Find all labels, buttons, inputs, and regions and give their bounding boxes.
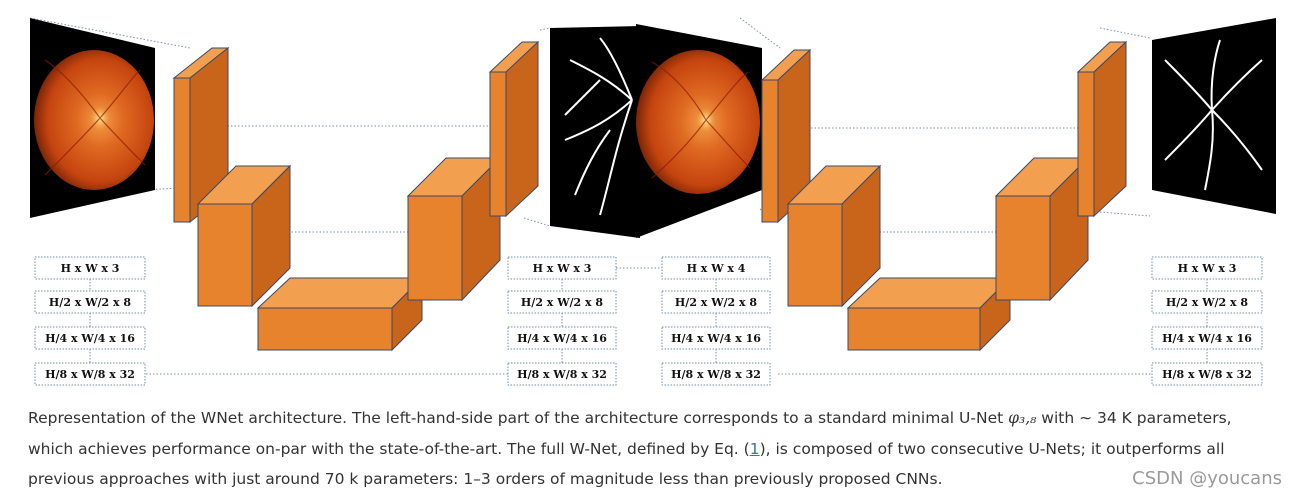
svg-text:H/4 x W/4 x 16: H/4 x W/4 x 16 bbox=[1162, 332, 1252, 345]
caption-line-3: previous approaches with just around 70 … bbox=[28, 470, 943, 488]
unet1-bottleneck-block bbox=[256, 276, 424, 352]
figure-caption: Representation of the WNet architecture.… bbox=[28, 403, 1290, 495]
dimension-label: H/2 x W/2 x 8 bbox=[1151, 290, 1263, 314]
dimension-label: H/4 x W/4 x 16 bbox=[661, 326, 771, 350]
svg-text:H/4 x W/4 x 16: H/4 x W/4 x 16 bbox=[517, 332, 607, 345]
unet2-bottleneck-block bbox=[846, 276, 1012, 352]
dimension-label: H/2 x W/2 x 8 bbox=[34, 290, 146, 314]
intermediate-vessel-map bbox=[550, 26, 640, 238]
caption-line-2: which achieves performance on-par with t… bbox=[28, 434, 1290, 465]
label-column-left: H x W x 3 H/2 x W/2 x 8 H/4 x W/4 x 16 H… bbox=[34, 256, 146, 386]
dimension-label: H/8 x W/8 x 32 bbox=[34, 362, 146, 386]
watermark: CSDN @youcans bbox=[1132, 468, 1282, 489]
caption-text: Representation of the WNet architecture.… bbox=[28, 409, 1009, 427]
caption-text: which achieves performance on-par with t… bbox=[28, 439, 750, 458]
caption-line-1: Representation of the WNet architecture.… bbox=[28, 403, 1290, 434]
svg-text:H x W x 4: H x W x 4 bbox=[687, 262, 746, 275]
dimension-label: H/4 x W/4 x 16 bbox=[34, 326, 146, 350]
unet1-encoder-block-2 bbox=[196, 164, 292, 308]
caption-text: with ∼ 34 K parameters, bbox=[1036, 409, 1232, 427]
label-column-right: H x W x 3 H/2 x W/2 x 8 H/4 x W/4 x 16 H… bbox=[1151, 256, 1263, 386]
svg-text:H/2 x W/2 x 8: H/2 x W/2 x 8 bbox=[49, 296, 132, 309]
dimension-label: H x W x 4 bbox=[661, 256, 771, 280]
svg-text:H/2 x W/2 x 8: H/2 x W/2 x 8 bbox=[1166, 296, 1249, 309]
unet1-encoder-block-1 bbox=[172, 46, 230, 224]
input-fundus-image bbox=[30, 18, 155, 218]
equation-reference-link[interactable]: 1 bbox=[749, 439, 760, 458]
dimension-label: H/8 x W/8 x 32 bbox=[661, 362, 771, 386]
svg-text:H x W x 3: H x W x 3 bbox=[533, 262, 592, 275]
math-symbol: φ₃,₈ bbox=[1008, 409, 1037, 427]
svg-text:H/2 x W/2 x 8: H/2 x W/2 x 8 bbox=[521, 296, 604, 309]
svg-text:H x W x 3: H x W x 3 bbox=[61, 262, 120, 275]
dimension-label: H/8 x W/8 x 32 bbox=[507, 362, 617, 386]
second-fundus-image bbox=[636, 24, 762, 238]
dimension-label: H/4 x W/4 x 16 bbox=[507, 326, 617, 350]
dimension-label: H/4 x W/4 x 16 bbox=[1151, 326, 1263, 350]
label-column-mid-left: H x W x 3 H/2 x W/2 x 8 H/4 x W/4 x 16 H… bbox=[507, 256, 617, 386]
unet2-encoder-block-2 bbox=[786, 164, 882, 308]
dimension-label: H x W x 3 bbox=[507, 256, 617, 280]
svg-text:H/8 x W/8 x 32: H/8 x W/8 x 32 bbox=[1162, 368, 1252, 381]
svg-text:H/4 x W/4 x 16: H/4 x W/4 x 16 bbox=[671, 332, 761, 345]
svg-text:H/8 x W/8 x 32: H/8 x W/8 x 32 bbox=[517, 368, 607, 381]
dimension-label: H x W x 3 bbox=[1151, 256, 1263, 280]
dimension-label: H/2 x W/2 x 8 bbox=[507, 290, 617, 314]
svg-text:H/2 x W/2 x 8: H/2 x W/2 x 8 bbox=[675, 296, 758, 309]
wnet-architecture-diagram: H x W x 3 H/2 x W/2 x 8 H/4 x W/4 x 16 H… bbox=[29, 17, 1276, 386]
unet2-encoder-block-1 bbox=[760, 48, 812, 224]
svg-text:H/8 x W/8 x 32: H/8 x W/8 x 32 bbox=[45, 368, 135, 381]
dimension-label: H x W x 3 bbox=[34, 256, 146, 280]
label-column-mid-right: H x W x 4 H/2 x W/2 x 8 H/4 x W/4 x 16 H… bbox=[661, 256, 771, 386]
svg-text:H x W x 3: H x W x 3 bbox=[1178, 262, 1237, 275]
svg-text:H/8 x W/8 x 32: H/8 x W/8 x 32 bbox=[671, 368, 761, 381]
svg-text:H/4 x W/4 x 16: H/4 x W/4 x 16 bbox=[45, 332, 135, 345]
caption-text: ), is composed of two consecutive U-Nets… bbox=[759, 439, 1225, 458]
output-vessel-map bbox=[1152, 18, 1276, 214]
dimension-label: H/2 x W/2 x 8 bbox=[661, 290, 771, 314]
unet2-decoder-block-2 bbox=[994, 156, 1090, 302]
unet2-decoder-block-1 bbox=[1076, 40, 1128, 218]
dimension-label: H/8 x W/8 x 32 bbox=[1151, 362, 1263, 386]
unet1-decoder-block-2 bbox=[406, 156, 502, 302]
unet1-decoder-block-1 bbox=[488, 40, 540, 218]
